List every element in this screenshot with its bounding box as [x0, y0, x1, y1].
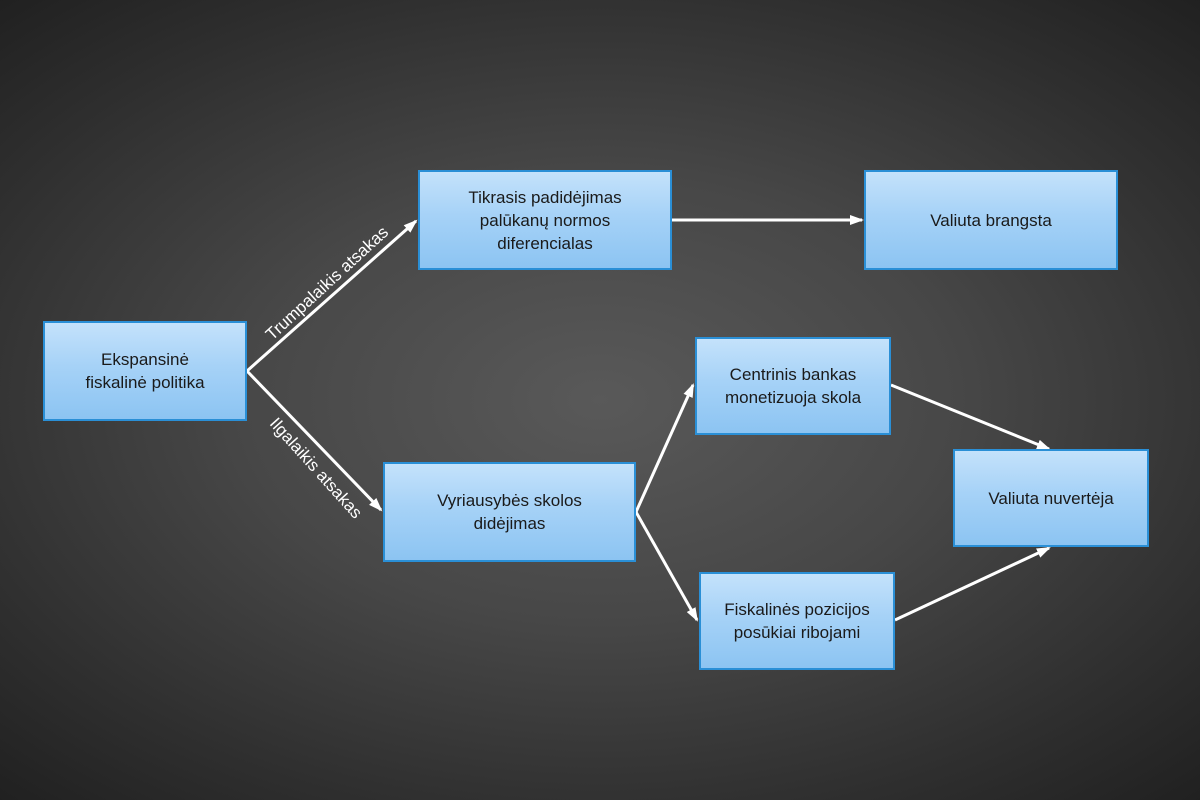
arrow-debt-to-central-bank — [634, 383, 695, 513]
node-real-interest-differential: Tikrasis padidėjimas palūkanų normos dif… — [418, 170, 672, 270]
arrow-expansive-to-debt — [245, 369, 383, 512]
arrow-central-bank-to-depreciates — [890, 383, 1051, 451]
arrow-debt-to-fiscal — [634, 511, 699, 622]
node-currency-depreciates: Valiuta nuvertėja — [953, 449, 1149, 547]
arrow-fiscal-to-depreciates — [894, 546, 1051, 622]
node-central-bank-monetizes: Centrinis bankas monetizuoja skola — [695, 337, 891, 435]
node-expansive-fiscal-policy: Ekspansinė fiskalinė politika — [43, 321, 247, 421]
arrow-expansive-to-real — [246, 219, 418, 373]
node-currency-appreciates: Valiuta brangsta — [864, 170, 1118, 270]
node-government-debt-growth: Vyriausybės skolos didėjimas — [383, 462, 636, 562]
node-fiscal-position-limits: Fiskalinės pozicijos posūkiai ribojami — [699, 572, 895, 670]
